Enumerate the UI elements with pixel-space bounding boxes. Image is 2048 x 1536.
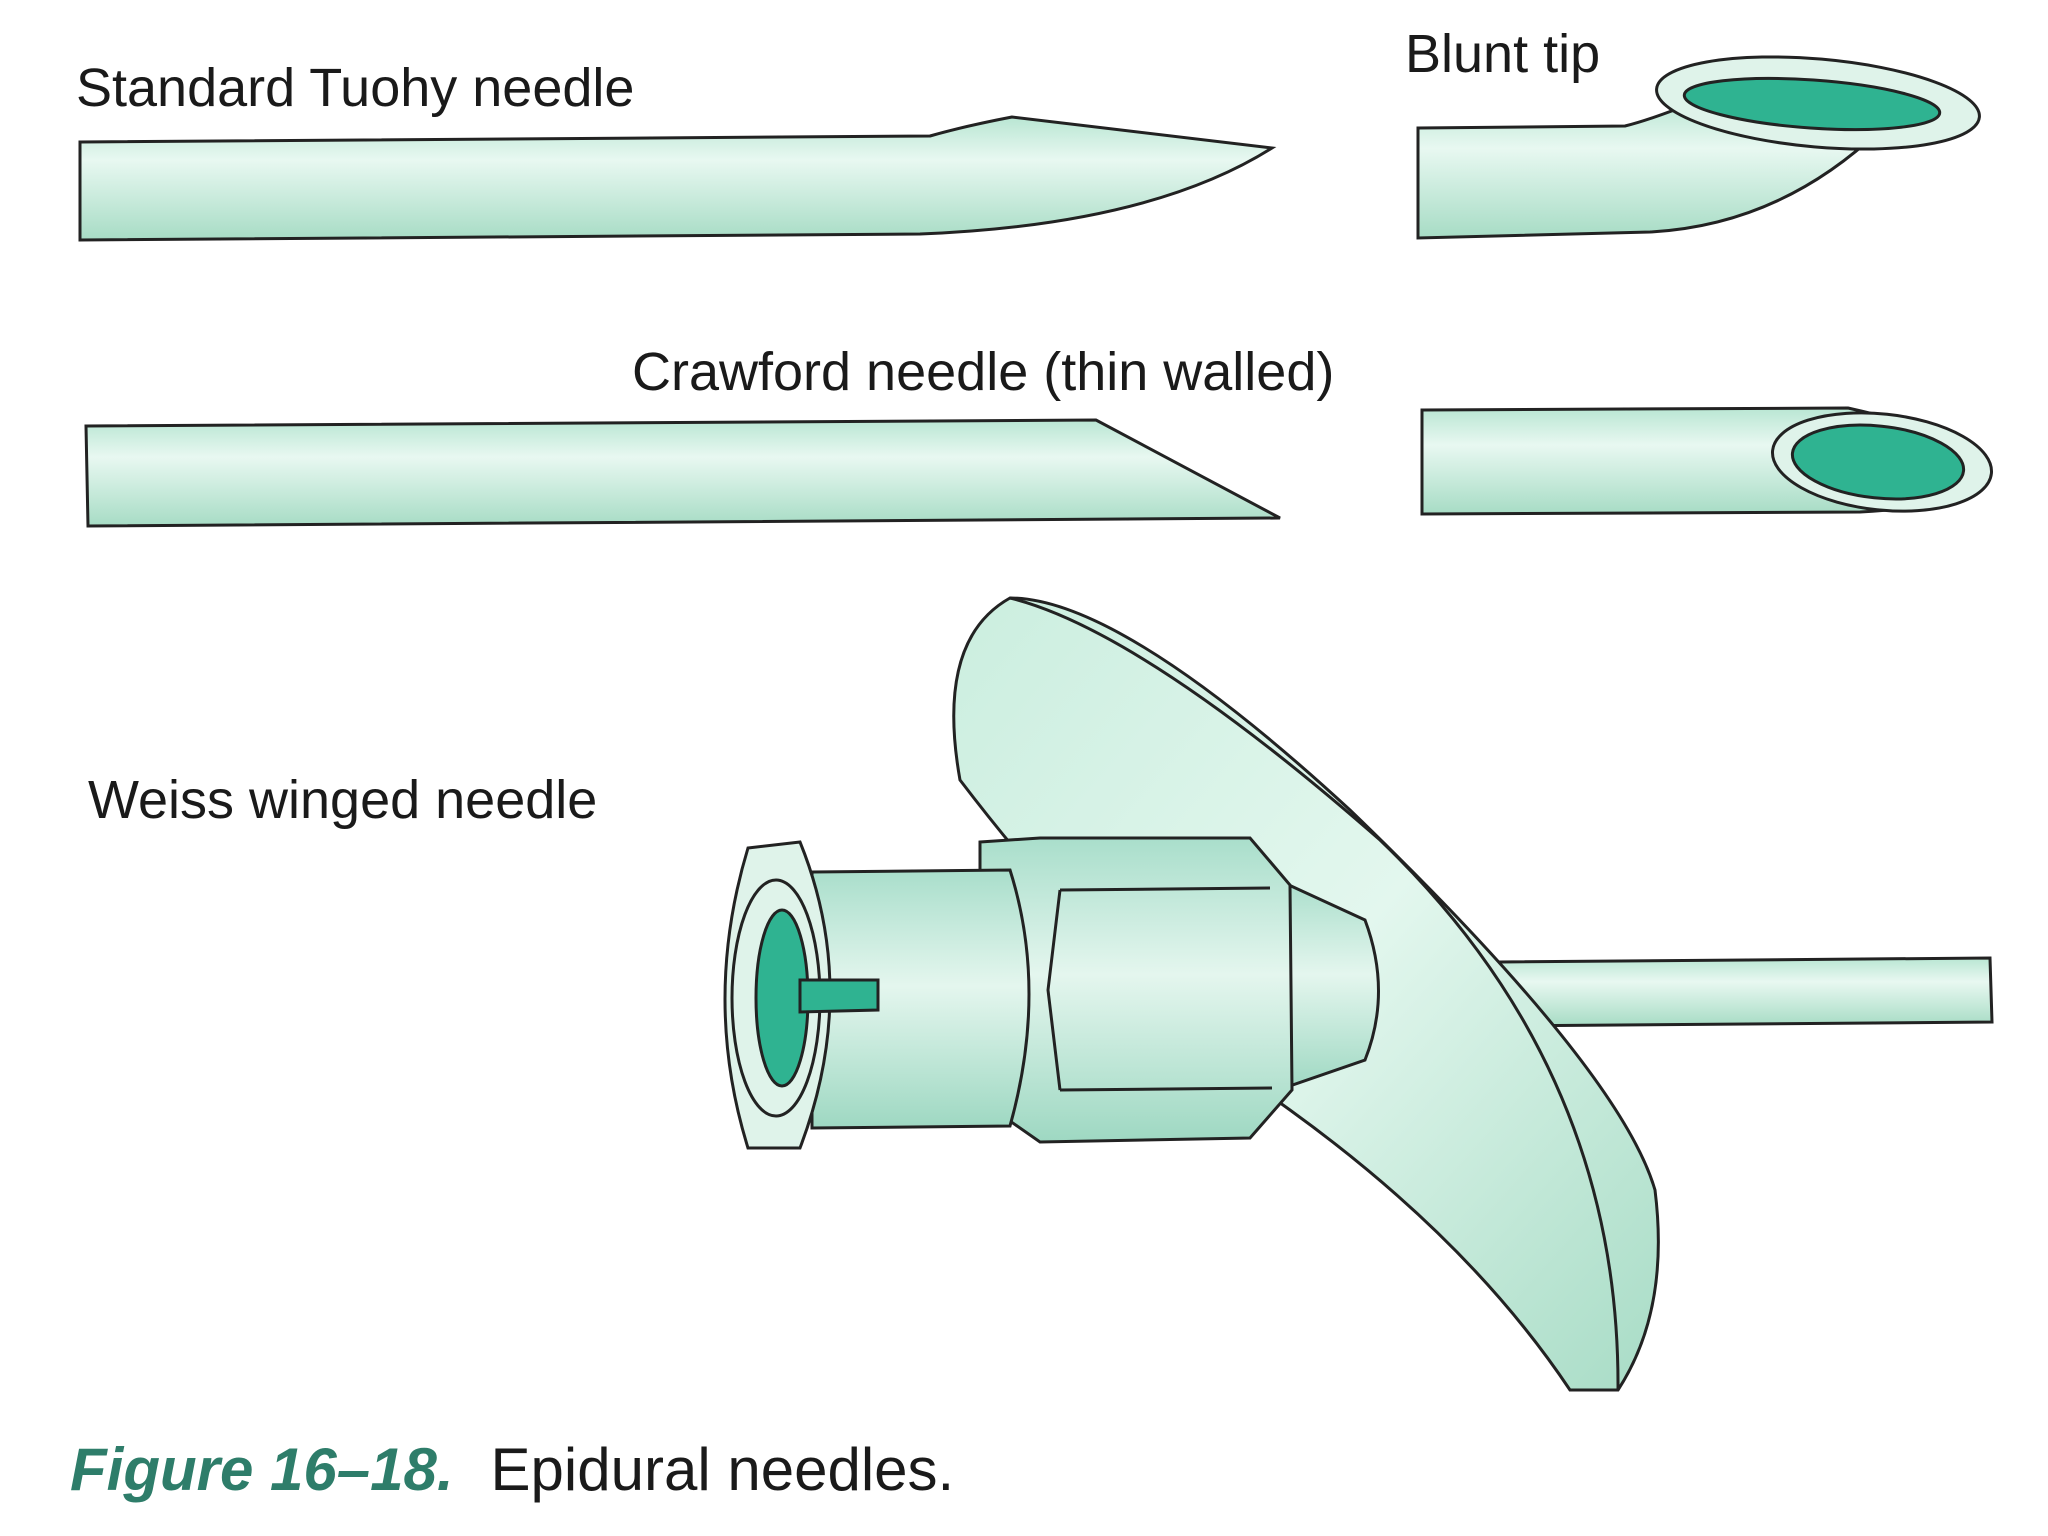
figure-number: Figure 16–18. bbox=[70, 1436, 454, 1503]
tuohy-needle-label: Standard Tuohy needle bbox=[76, 58, 634, 118]
crawford-needle-end bbox=[1420, 406, 1994, 516]
figure-title: Epidural needles. bbox=[491, 1436, 955, 1503]
blunt-tip-label: Blunt tip bbox=[1405, 24, 1600, 84]
crawford-needle bbox=[84, 418, 1281, 528]
blunt-tip-needle bbox=[1416, 55, 1981, 240]
weiss-needle-label: Weiss winged needle bbox=[88, 770, 597, 830]
weiss-winged-needle bbox=[723, 596, 1994, 1392]
tuohy-needle bbox=[78, 115, 1277, 242]
crawford-needle-label: Crawford needle (thin walled) bbox=[632, 342, 1334, 402]
figure-caption: Figure 16–18. Epidural needles. bbox=[70, 1436, 954, 1503]
